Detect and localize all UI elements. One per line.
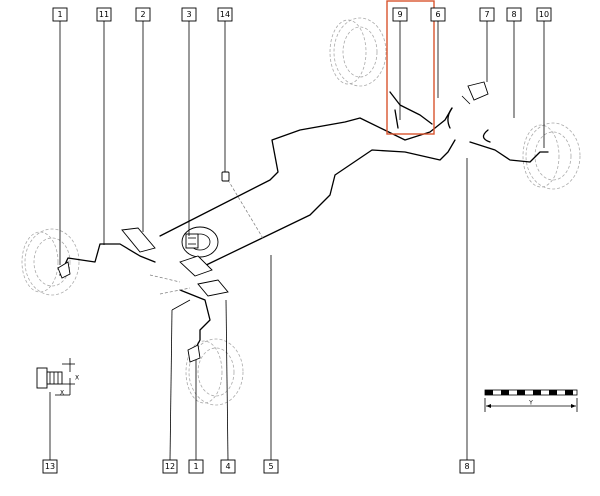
svg-text:8: 8	[464, 462, 469, 471]
junction-14	[221, 171, 230, 182]
svg-text:1: 1	[57, 10, 62, 19]
callout-13: 13	[42, 459, 58, 474]
svg-text:10: 10	[539, 10, 549, 19]
wheel-front-left	[21, 228, 80, 296]
pipe-front-left	[59, 243, 156, 276]
bracket-4	[179, 255, 229, 297]
svg-text:12: 12	[165, 462, 175, 471]
svg-text:11: 11	[99, 10, 109, 19]
compensator-7	[461, 81, 489, 105]
callout-7: 7	[479, 7, 495, 22]
hose-8	[482, 129, 491, 143]
main-pipe-lower	[199, 139, 456, 269]
callout-9: 9	[392, 7, 408, 22]
bracket-2	[121, 227, 156, 253]
svg-text:4: 4	[225, 462, 230, 471]
svg-text:7: 7	[484, 10, 489, 19]
detail-13-fitting: X X	[36, 358, 79, 397]
svg-text:3: 3	[186, 10, 191, 19]
scale-bar: Y	[484, 389, 578, 412]
leader-lines	[49, 21, 545, 461]
construction-lines	[149, 179, 265, 295]
wheel-front-right	[329, 17, 387, 87]
callout-6: 6	[430, 7, 446, 22]
master-cylinder	[181, 226, 219, 258]
callout-8-bottom: 8	[459, 459, 475, 474]
callout-4: 4	[220, 459, 236, 474]
pipe-front-right	[389, 91, 433, 125]
wheel-rear-right	[522, 122, 581, 190]
svg-text:13: 13	[45, 462, 55, 471]
svg-text:1: 1	[193, 462, 198, 471]
callout-5: 5	[263, 459, 279, 474]
callout-1-top: 1	[52, 7, 68, 22]
svg-text:2: 2	[140, 10, 145, 19]
hose-6	[447, 107, 453, 129]
svg-text:14: 14	[220, 10, 230, 19]
callout-8-top: 8	[506, 7, 522, 22]
callout-14: 14	[217, 7, 233, 22]
svg-text:9: 9	[397, 10, 402, 19]
pipe-rear-right	[469, 141, 549, 163]
dim-x2-label: X	[60, 390, 64, 397]
wheel-rear-left	[185, 338, 244, 406]
callout-10: 10	[536, 7, 552, 22]
callout-2: 2	[135, 7, 151, 22]
pipe-front-right-lower	[394, 109, 399, 129]
callout-1-bottom: 1	[188, 459, 204, 474]
svg-text:5: 5	[268, 462, 273, 471]
caliper-rear-left	[187, 344, 201, 363]
callout-12: 12	[162, 459, 178, 474]
highlight-frame	[386, 0, 435, 135]
svg-text:8: 8	[511, 10, 516, 19]
callout-3: 3	[181, 7, 197, 22]
dim-x-label: X	[75, 375, 79, 382]
pipe-rear-left	[179, 289, 211, 356]
brake-pipes	[59, 91, 549, 356]
callout-11: 11	[96, 7, 112, 22]
scale-label: Y	[528, 400, 533, 407]
svg-text:6: 6	[435, 10, 440, 19]
caliper-front-left	[57, 261, 71, 279]
main-pipe-upper	[159, 107, 453, 237]
